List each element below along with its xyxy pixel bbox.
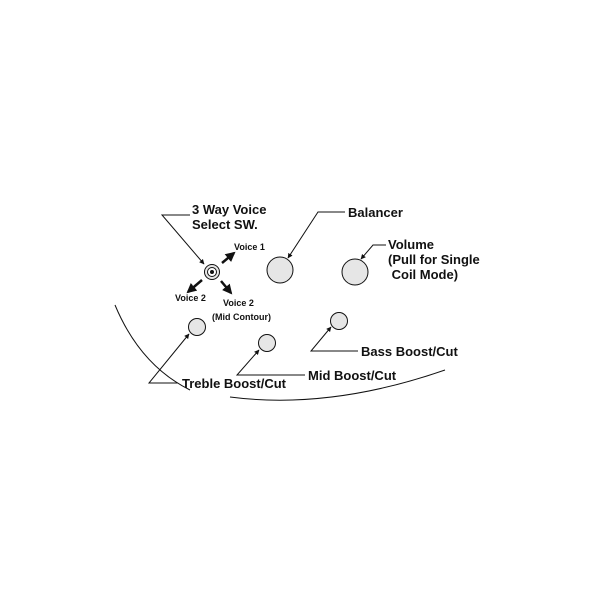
bass-knob — [330, 312, 348, 330]
body-outline-bottom — [229, 369, 446, 401]
volume-label-line3: Coil Mode) — [388, 267, 458, 282]
body-outline-left — [114, 304, 191, 391]
voice1-arrow — [221, 251, 236, 264]
voice2-bottom-label-line2: (Mid Contour) — [212, 312, 271, 322]
treble-label: Treble Boost/Cut — [182, 376, 287, 391]
balancer-label: Balancer — [348, 205, 403, 220]
mid-label: Mid Boost/Cut — [308, 368, 397, 383]
voice1-label: Voice 1 — [234, 242, 265, 252]
voice2-left-arrow — [186, 279, 203, 294]
switch-leader — [160, 214, 205, 265]
volume-label-line2: (Pull for Single — [388, 252, 480, 267]
volume-label-line1: Volume — [388, 237, 434, 252]
mid-knob — [258, 334, 276, 352]
volume-knob — [341, 258, 369, 286]
mid-leader — [235, 349, 305, 376]
voice-select-switch — [204, 264, 220, 280]
voice2-left-label: Voice 2 — [175, 293, 206, 303]
voice2-bottom-label-line1: Voice 2 — [223, 298, 254, 308]
bass-leader — [309, 326, 358, 352]
volume-leader — [360, 244, 386, 260]
treble-leader — [147, 333, 190, 384]
treble-knob — [188, 318, 206, 336]
balancer-leader — [287, 211, 345, 259]
bass-label: Bass Boost/Cut — [361, 344, 458, 359]
switch-label-line1: 3 Way Voice — [192, 202, 266, 217]
voice2-bottom-arrow — [220, 280, 233, 295]
balancer-knob — [266, 256, 294, 284]
switch-label-line2: Select SW. — [192, 217, 258, 232]
